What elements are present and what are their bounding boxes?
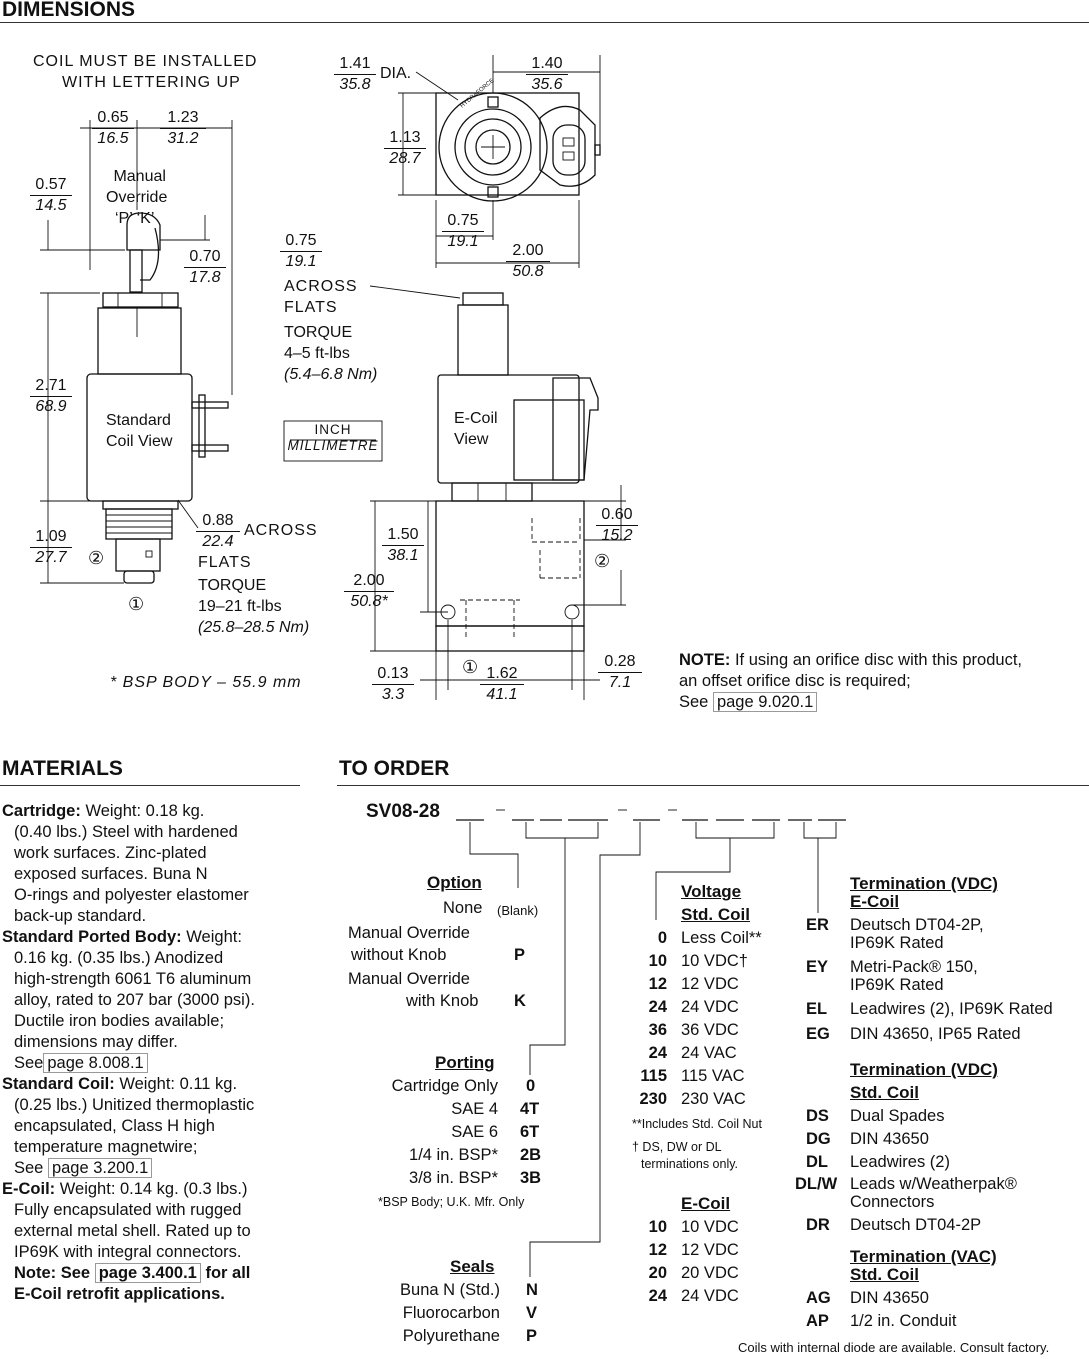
section-title-materials: MATERIALS: [2, 757, 123, 780]
model-code: SV08-28: [366, 801, 440, 822]
ecoil-page-link[interactable]: page 3.400.1: [94, 1263, 201, 1283]
orifice-note: NOTE: If using an orifice disc with this…: [679, 651, 1022, 712]
port-1-marker-right: ①: [462, 657, 479, 677]
manual-override-label: Manual Override ‘P’ ‘K’: [106, 168, 168, 227]
dia-label: DIA.: [380, 65, 412, 82]
across-flats-top: ACROSS FLATS: [284, 278, 358, 316]
section-rule: [0, 22, 1089, 23]
port-1-marker-left: ①: [128, 594, 145, 614]
torque-top-label: TORQUE 4–5 ft-lbs (5.4–6.8 Nm): [284, 324, 378, 383]
port-2-marker-left: ②: [88, 548, 105, 568]
section-title-to-order: TO ORDER: [339, 757, 450, 780]
coil-note-1: COIL MUST BE INSTALLED: [33, 53, 258, 70]
across-flats-bottom-b: FLATS: [198, 554, 252, 571]
port-2-marker-right: ②: [594, 551, 611, 571]
section-rule: [0, 785, 300, 786]
ecoil-view-label: E-Coil View: [454, 410, 498, 448]
note-page-link[interactable]: page 9.020.1: [712, 692, 818, 712]
coil-page-link[interactable]: page 3.200.1: [47, 1158, 153, 1178]
section-rule: [337, 785, 1089, 786]
materials-list: Cartridge: Weight: 0.18 kg. (0.40 lbs.) …: [2, 802, 255, 1303]
body-page-link[interactable]: page 8.008.1: [43, 1053, 148, 1073]
coil-note-2: WITH LETTERING UP: [62, 74, 241, 91]
standard-coil-label: Standard Coil View: [106, 412, 173, 450]
section-title-dimensions: DIMENSIONS: [2, 0, 136, 21]
across-flats-bottom-a: ACROSS: [244, 522, 318, 539]
bsp-note: * BSP BODY – 55.9 mm: [110, 674, 302, 691]
torque-bottom-label: TORQUE 19–21 ft-lbs (25.8–28.5 Nm): [198, 577, 310, 636]
dimension-drawing: HYDRAFORCE: [40, 55, 626, 700]
diode-note: Coils with internal diode are available.…: [738, 1340, 1050, 1355]
unit-legend: INCH MILLIMETRE: [287, 422, 379, 453]
